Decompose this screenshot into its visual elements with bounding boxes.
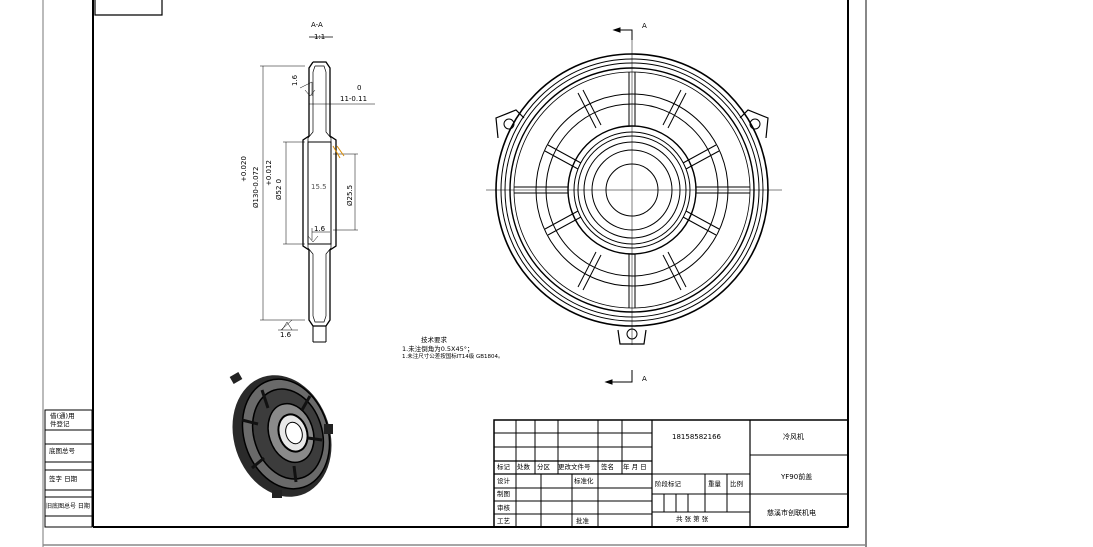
title-block xyxy=(493,419,849,528)
hdr-zone: 分区 xyxy=(537,463,550,471)
section-scale: 1:1 xyxy=(314,33,326,41)
roughness-mid: 1.6 xyxy=(314,225,326,233)
lbl-approve: 批准 xyxy=(576,517,589,525)
strip-row3: 签字 日期 xyxy=(49,475,78,483)
section-view xyxy=(260,36,375,343)
isometric-view xyxy=(229,372,333,498)
corner-box xyxy=(94,0,163,16)
sheets-label: 共 张 第 张 xyxy=(676,515,709,523)
weight-label: 重量 xyxy=(708,480,721,488)
lbl-draw: 制图 xyxy=(497,490,510,498)
left-strip xyxy=(44,409,93,528)
lbl-process: 工艺 xyxy=(497,517,510,525)
stage-mark: 阶段标记 xyxy=(655,480,681,488)
lbl-std: 标准化 xyxy=(574,477,594,485)
tech-req-line2: 1.未注尺寸公差按国标IT14级 GB1804。 xyxy=(402,354,504,360)
hdr-date: 年 月 日 xyxy=(623,463,647,471)
dim-thickness-tol: 0 xyxy=(357,84,362,92)
hdr-sign: 签名 xyxy=(601,463,614,471)
strip-row1a: 借(通)用 xyxy=(50,412,75,420)
tech-req-title: 技术要求 xyxy=(421,336,447,344)
tech-req-line1: 1.未注倒角为0.5X45°； xyxy=(402,345,474,353)
lbl-design: 设计 xyxy=(497,477,510,485)
roughness-bottom: 1.6 xyxy=(280,331,292,339)
dim-bore-tol: +0.012 xyxy=(265,160,273,186)
front-view xyxy=(486,27,782,385)
cut-label-bottom: A xyxy=(642,375,647,383)
dim-outer: Ø130-0.072 xyxy=(252,166,260,208)
dim-inner: 15.5 xyxy=(311,183,327,191)
part-name: YF90前盖 xyxy=(781,473,813,481)
dim-bore: Ø52 0 xyxy=(275,178,283,200)
strip-row4: 旧底图总号 日期 xyxy=(46,503,90,510)
product-name: 冷风机 xyxy=(783,433,804,441)
roughness-top: 1.6 xyxy=(291,74,299,86)
hdr-mark: 标记 xyxy=(497,463,510,471)
dim-hole: Ø25.5 xyxy=(346,184,354,206)
company-name: 慈溪市创联机电 xyxy=(767,509,816,517)
strip-row1b: 件登记 xyxy=(50,420,70,428)
dim-outer-tol: +0.020 xyxy=(240,156,248,182)
hdr-count: 处数 xyxy=(517,463,530,471)
cut-label-top: A xyxy=(642,22,647,30)
part-code: 18158582166 xyxy=(672,433,721,441)
hdr-docno: 更改文件号 xyxy=(558,463,591,471)
strip-row2: 底图总号 xyxy=(49,447,75,455)
ratio-label: 比例 xyxy=(730,480,743,488)
section-label: A-A xyxy=(311,21,323,29)
dim-thickness: 11-0.11 xyxy=(340,95,368,103)
lbl-check: 审核 xyxy=(497,504,510,512)
